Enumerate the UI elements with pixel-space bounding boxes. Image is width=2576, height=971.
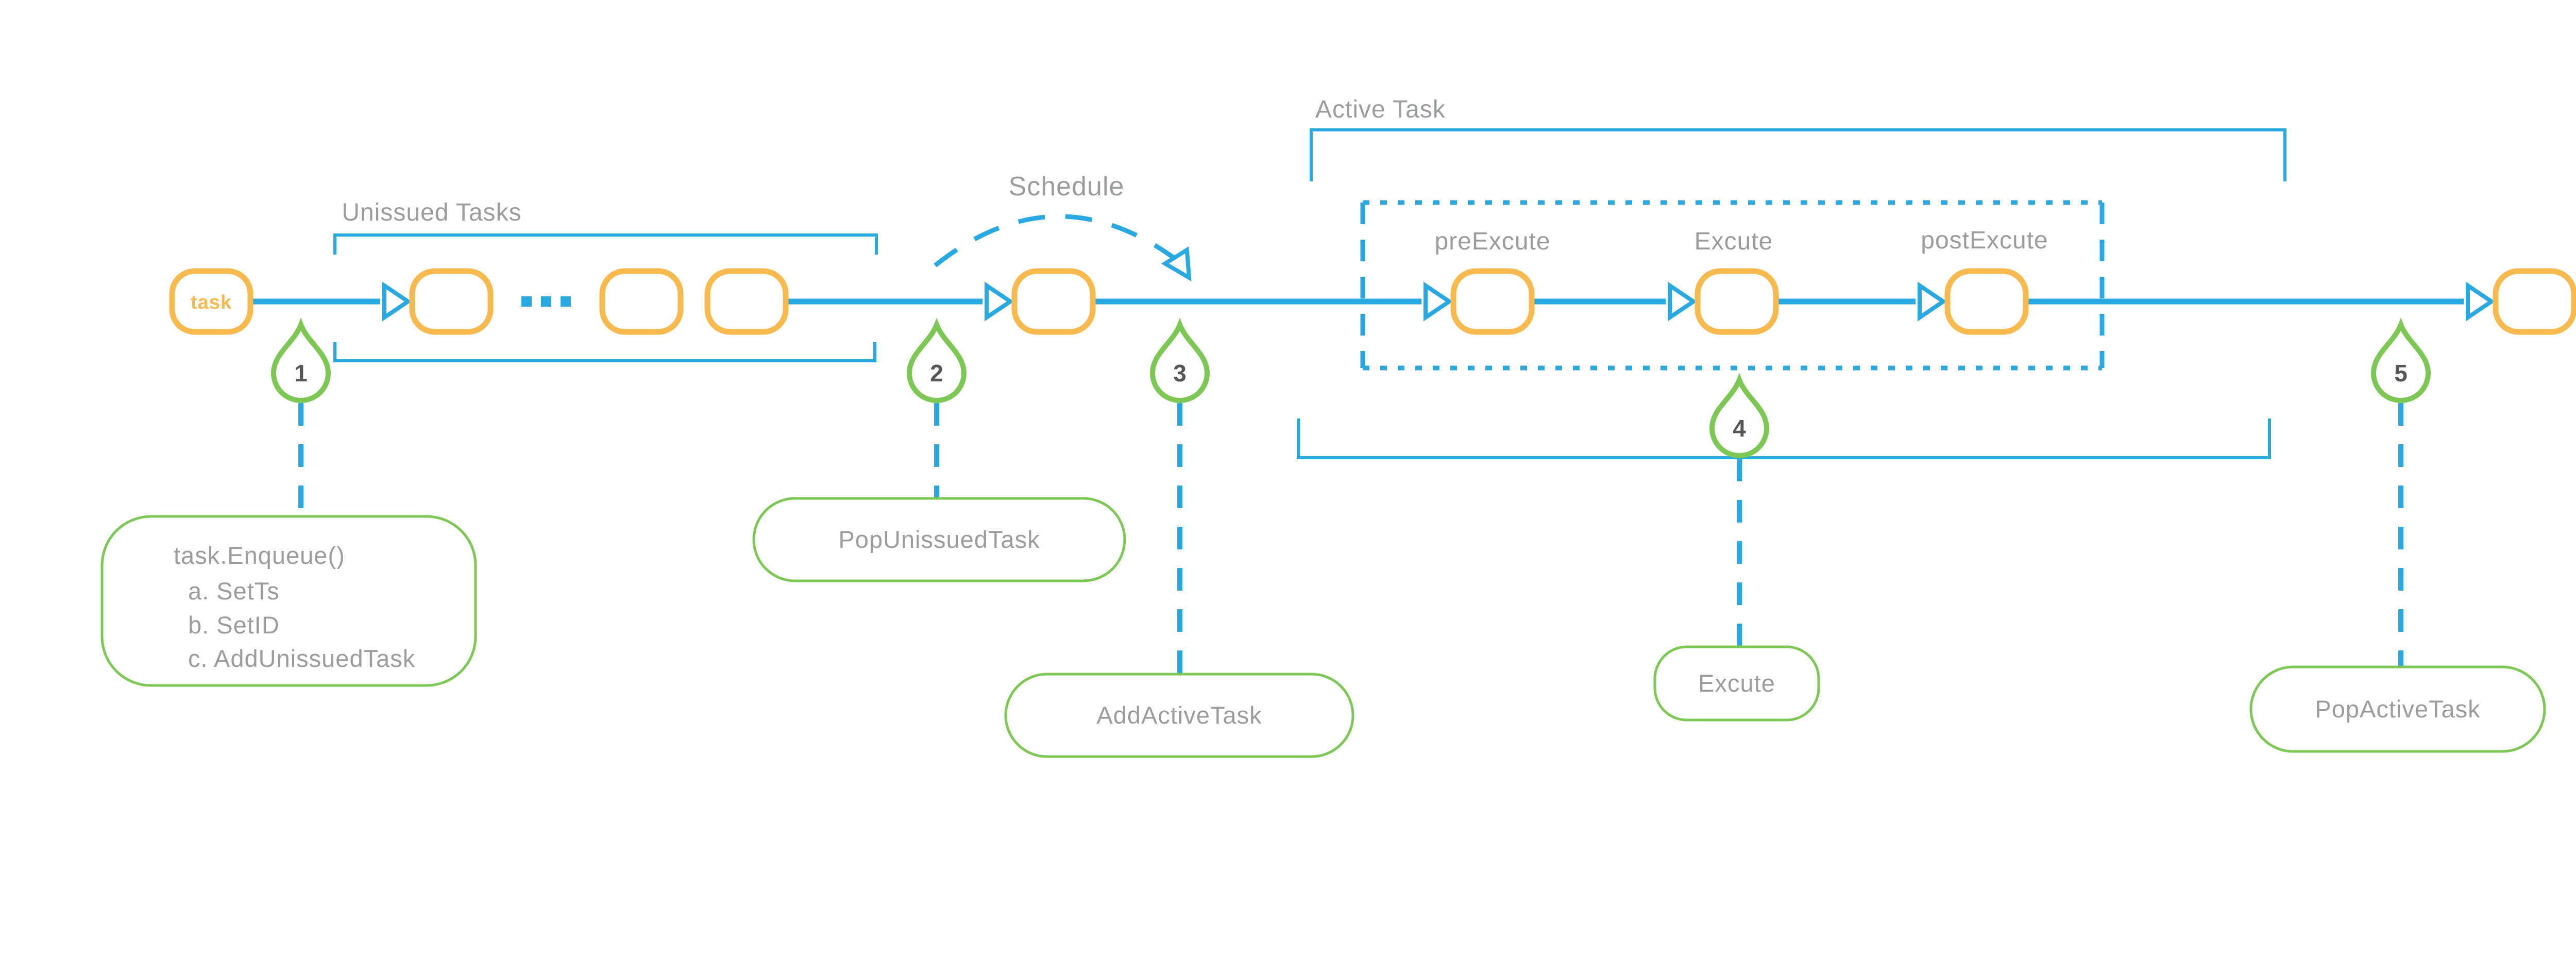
step-marker-3: 3 <box>1149 317 1210 683</box>
callout-enqueue-line-4: c. AddUnissuedTask <box>188 645 415 672</box>
teardrop-4 <box>1709 373 1770 458</box>
active-dotted-rect <box>1360 200 2105 371</box>
active-task-group: Active Task preExcute Excute postExcute <box>1297 96 2286 459</box>
active-bottom-bracket <box>1297 418 2271 459</box>
unissued-tasks-group: Unissued Tasks <box>333 199 878 362</box>
callout-pop-unissued-label: PopUnissuedTask <box>838 526 1040 553</box>
callout-enqueue-line-2: a. SetTs <box>188 577 280 605</box>
callouts: task.Enqueue() a. SetTs b. SetID c. AddU… <box>100 497 2546 758</box>
teardrop-1 <box>270 317 331 403</box>
callout-pop-unissued-box <box>752 497 1126 582</box>
arrow-queue-to-schedule <box>786 281 1014 322</box>
step-marker-2: 2 <box>906 317 967 508</box>
task-node <box>169 268 253 335</box>
step-marker-4: 4 <box>1709 373 1770 656</box>
arrowhead <box>2466 281 2496 322</box>
callout-add-active-box <box>1004 673 1354 758</box>
active-task-label: Active Task <box>1315 96 1446 123</box>
unissued-top-bracket <box>333 233 878 255</box>
schedule-arc-arrowhead <box>1161 246 1192 282</box>
end-node <box>2493 268 2576 335</box>
schedule-node <box>1011 268 1096 335</box>
teardrop-5 <box>2370 317 2431 403</box>
queue-node-2 <box>599 268 684 335</box>
queue-node-1 <box>409 268 494 335</box>
arrowhead <box>382 281 412 322</box>
step-marker-5: 5 <box>2370 317 2431 675</box>
unissued-tasks-label: Unissued Tasks <box>342 199 521 226</box>
schedule-annotation: Schedule <box>934 172 1192 282</box>
arrow-postexcute-to-end <box>2026 281 2496 322</box>
step-markers: 1 2 3 4 5 <box>270 317 2431 683</box>
arrow-schedule-to-preexcute <box>1093 281 1453 322</box>
callout-excute-box <box>1653 645 1820 722</box>
pre-excute-node <box>1450 268 1535 335</box>
arrow-task-to-queue <box>250 281 412 322</box>
active-top-bracket <box>1310 128 2286 181</box>
step-number-5: 5 <box>2394 360 2408 387</box>
callout-enqueue-line-3: b. SetID <box>188 611 280 639</box>
arrowhead <box>1668 281 1698 322</box>
arrowhead <box>1423 281 1453 322</box>
step-number-2: 2 <box>930 360 943 387</box>
flow-arrows <box>250 281 2496 322</box>
queue-node-3 <box>704 268 789 335</box>
post-excute-label: postExcute <box>1921 227 2048 254</box>
step-number-3: 3 <box>1173 360 1187 387</box>
callout-pop-active-label: PopActiveTask <box>2315 695 2480 723</box>
post-excute-node <box>1944 268 2029 335</box>
flow-nodes: task <box>169 268 2576 335</box>
callout-enqueue-box <box>100 515 477 687</box>
schedule-arc <box>934 214 1179 267</box>
unissued-bottom-bracket <box>333 342 876 362</box>
arrowhead <box>985 281 1014 322</box>
step-number-1: 1 <box>294 360 308 387</box>
excute-label: Excute <box>1694 228 1773 255</box>
teardrop-2 <box>906 317 967 403</box>
callout-pop-active-task: PopActiveTask <box>2249 665 2546 753</box>
callout-enqueue-line-1: task.Enqueue() <box>174 542 345 569</box>
callout-pop-active-box <box>2249 665 2546 753</box>
callout-add-active-label: AddActiveTask <box>1096 701 1262 729</box>
step-number-4: 4 <box>1733 415 1746 442</box>
excute-node <box>1694 268 1779 335</box>
arrow-excute-to-postexcute <box>1776 281 1947 322</box>
pre-excute-label: preExcute <box>1434 228 1550 255</box>
task-node-label: task <box>191 292 232 313</box>
arrowhead <box>1918 281 1947 322</box>
step-marker-1: 1 <box>270 317 331 531</box>
callout-excute: Excute <box>1653 645 1820 722</box>
queue-ellipsis-dots <box>521 296 571 307</box>
callout-excute-label: Excute <box>1698 669 1775 697</box>
callout-enqueue: task.Enqueue() a. SetTs b. SetID c. AddU… <box>100 515 477 687</box>
callout-pop-unissued-task: PopUnissuedTask <box>752 497 1126 582</box>
schedule-label: Schedule <box>1009 172 1125 202</box>
arrow-preexcute-to-excute <box>1532 281 1698 322</box>
teardrop-3 <box>1149 317 1210 403</box>
callout-add-active-task: AddActiveTask <box>1004 673 1354 758</box>
